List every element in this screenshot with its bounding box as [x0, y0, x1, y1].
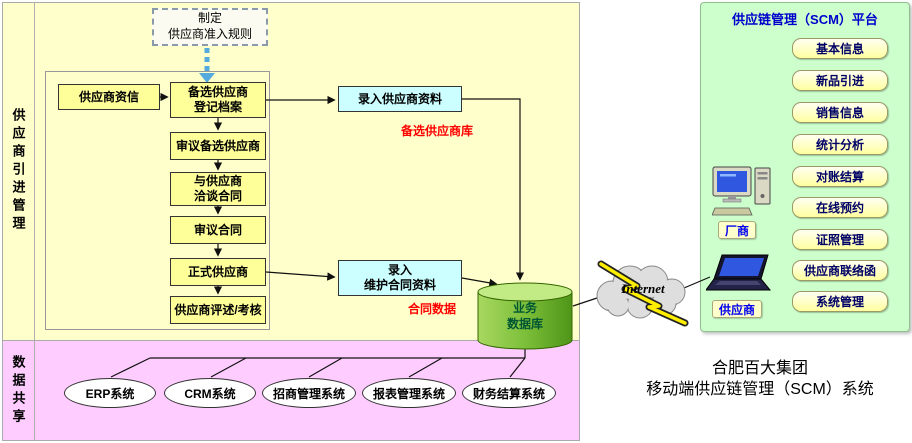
scm-button-system-management[interactable]: 系统管理 — [792, 291, 888, 312]
manufacturer-label: 厂商 — [718, 221, 756, 239]
system-ellipse-crm: CRM系统 — [164, 378, 256, 408]
entry-contract-data-box: 录入 维护合同资料 — [338, 260, 462, 296]
scm-button-new-product[interactable]: 新品引进 — [792, 70, 888, 91]
scm-button-basic-info[interactable]: 基本信息 — [792, 38, 888, 59]
candidate-db-label: 备选供应商库 — [400, 124, 473, 138]
scm-button-sales-info[interactable]: 销售信息 — [792, 102, 888, 123]
business-database-label: 业务 数据库 — [506, 301, 543, 331]
flow-step-review-candidate: 审议备选供应商 — [170, 132, 266, 160]
internet-cloud: Internet — [596, 260, 689, 327]
process-group-border — [45, 71, 270, 330]
system-ellipse-finance: 财务结算系统 — [462, 378, 556, 408]
scm-button-online-booking[interactable]: 在线预约 — [792, 197, 888, 218]
flow-step-contract-review: 审议合同 — [170, 216, 266, 244]
desktop-computer-icon — [711, 166, 772, 218]
system-ellipse-investment: 招商管理系统 — [262, 378, 356, 408]
flow-step-contract-negotiation: 与供应商 洽谈合同 — [170, 172, 266, 206]
supplier-label: 供应商 — [712, 300, 762, 318]
scm-button-license-management[interactable]: 证照管理 — [792, 229, 888, 250]
system-ellipse-erp: ERP系统 — [64, 378, 156, 408]
system-ellipse-report: 报表管理系统 — [362, 378, 456, 408]
scm-panel-title: 供应链管理（SCM）平台 — [732, 12, 878, 27]
internet-label: Internet — [620, 281, 665, 296]
supplier-management-side-strip: 供应商引进管理 — [2, 2, 35, 340]
admission-rules-box: 制定 供应商准入规则 — [152, 8, 268, 46]
scm-button-supplier-letter[interactable]: 供应商联络函 — [792, 260, 888, 281]
footer-line2: 移动端供应链管理（SCM）系统 — [646, 381, 874, 398]
footer-title: 合肥百大集团 移动端供应链管理（SCM）系统 — [610, 358, 910, 400]
flow-step-official-supplier: 正式供应商 — [170, 258, 266, 286]
supplier-credit-box: 供应商资信 — [58, 84, 160, 110]
scm-button-reconciliation[interactable]: 对账结算 — [792, 166, 888, 187]
data-sharing-side-label: 数据共享 — [10, 354, 26, 427]
flow-step-candidate-registration: 备选供应商 登记档案 — [170, 82, 266, 118]
contract-data-label: 合同数据 — [407, 302, 456, 316]
scm-button-statistics[interactable]: 统计分析 — [792, 134, 888, 155]
data-sharing-side-strip: 数据共享 — [2, 341, 35, 440]
laptop-icon — [705, 254, 778, 296]
lightning-bolt-icon — [597, 260, 689, 327]
flow-step-supplier-evaluation: 供应商评述/考核 — [170, 296, 266, 324]
entry-supplier-data-box: 录入供应商资料 — [338, 86, 462, 112]
supplier-management-side-label: 供应商引进管理 — [10, 108, 26, 234]
footer-line1: 合肥百大集团 — [711, 360, 808, 377]
